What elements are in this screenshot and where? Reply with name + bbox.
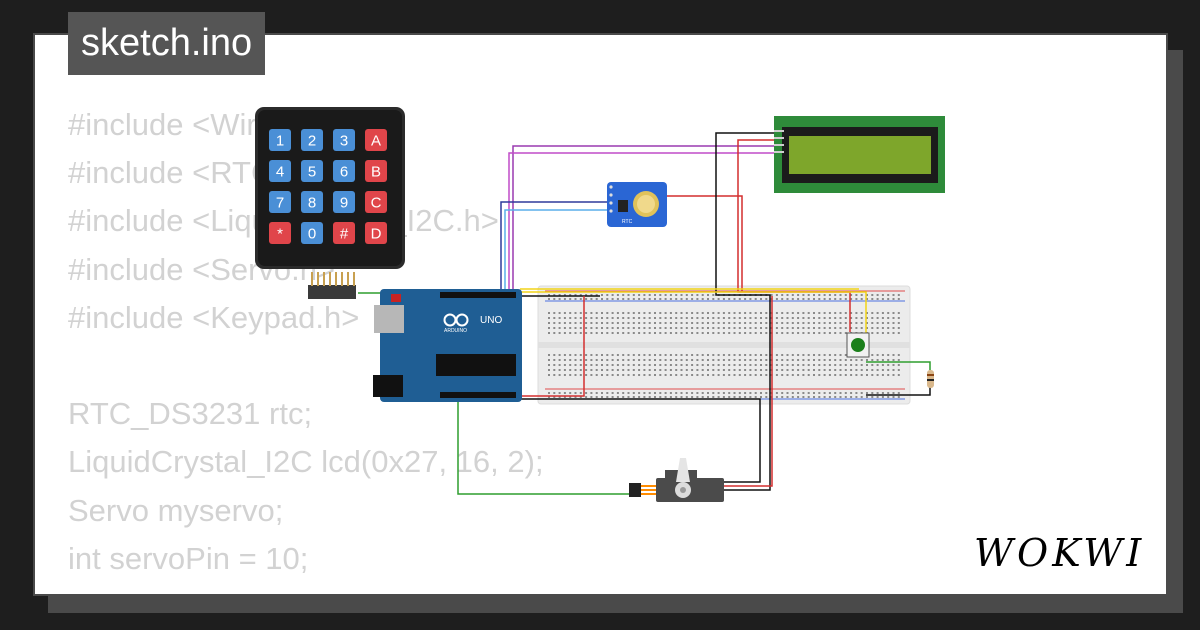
svg-text:3: 3: [340, 133, 348, 150]
svg-text:B: B: [371, 164, 381, 181]
keypad-key: 3: [333, 129, 355, 151]
lcd-display: [774, 116, 945, 193]
keypad-key: D: [365, 222, 387, 244]
wires: [358, 132, 931, 495]
arduino-brand: ARDUINO: [444, 328, 467, 334]
keypad-key: 0: [301, 222, 323, 244]
svg-text:6: 6: [340, 164, 348, 181]
svg-text:D: D: [371, 226, 382, 243]
keypad-key: C: [365, 191, 387, 213]
wokwi-brand-text: WOKWI: [974, 531, 1145, 575]
keypad-key: *: [269, 222, 291, 244]
servo-motor: [629, 458, 724, 502]
svg-text:2: 2: [308, 133, 316, 150]
svg-text:#: #: [340, 226, 349, 243]
pushbutton: [846, 332, 870, 358]
breadboard: [537, 285, 911, 405]
arduino-label: UNO: [480, 315, 502, 326]
keypad-key: 5: [301, 160, 323, 182]
keypad-key: 7: [269, 191, 291, 213]
svg-text:7: 7: [276, 195, 284, 212]
keypad-key: 4: [269, 160, 291, 182]
keypad-key: 1: [269, 129, 291, 151]
keypad-key: 2: [301, 129, 323, 151]
keypad: 1 2 3 A 4 5 6 B 7 8 9 C * 0 # D: [255, 107, 405, 299]
keypad-key: 9: [333, 191, 355, 213]
svg-text:C: C: [371, 195, 382, 212]
svg-text:5: 5: [308, 164, 316, 181]
code-line: int servoPin = 10;: [68, 540, 309, 576]
keypad-key: A: [365, 129, 387, 151]
code-line: RTC_DS3231 rtc;: [68, 396, 313, 432]
svg-text:1: 1: [276, 133, 284, 150]
svg-text:A: A: [371, 133, 381, 150]
wokwi-logo: WOKWI: [974, 531, 1145, 575]
keypad-key: 8: [301, 191, 323, 213]
svg-text:4: 4: [276, 164, 284, 181]
arduino-uno: ARDUINO UNO: [373, 289, 522, 402]
resistor: [927, 370, 934, 388]
keypad-key: 6: [333, 160, 355, 182]
sketch-title: sketch.ino: [68, 12, 266, 75]
code-line: #include <Keypad.h>: [68, 299, 360, 335]
svg-text:9: 9: [340, 195, 348, 212]
code-line: LiquidCrystal_I2C lcd(0x27, 16, 2);: [68, 444, 544, 480]
svg-text:0: 0: [308, 226, 316, 243]
code-line: Servo myservo;: [68, 492, 284, 528]
rtc-module: RTC: [607, 182, 667, 227]
keypad-key: B: [365, 160, 387, 182]
svg-text:8: 8: [308, 195, 316, 212]
rtc-label: RTC: [622, 219, 633, 225]
svg-text:*: *: [277, 226, 283, 243]
keypad-key: #: [333, 222, 355, 244]
